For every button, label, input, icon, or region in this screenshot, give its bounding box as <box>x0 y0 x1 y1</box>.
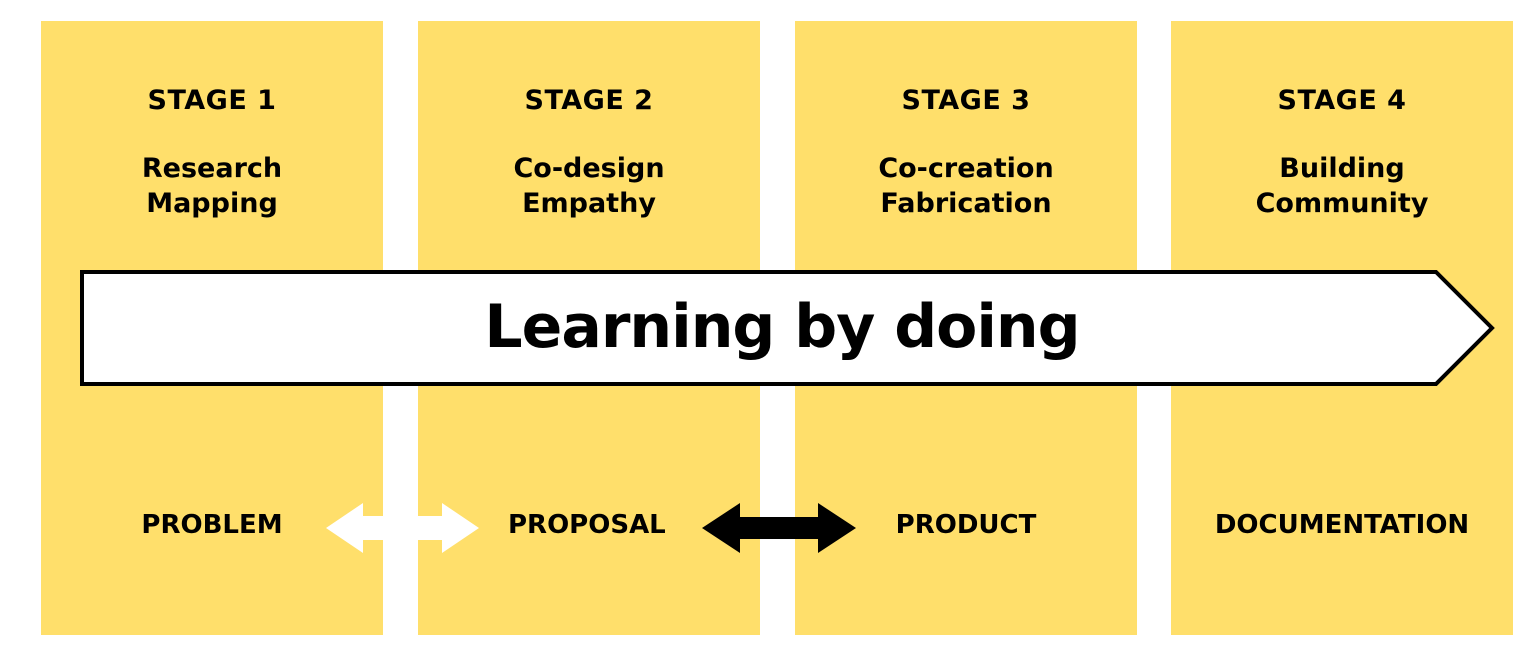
outcome-product: PRODUCT <box>895 510 1037 540</box>
stage-1-line-2: Mapping <box>146 188 278 219</box>
stage-4-subtitle: Building Community <box>1171 151 1513 221</box>
double-arrow-dark-icon <box>702 503 856 553</box>
stage-2-line-2: Empathy <box>522 188 656 219</box>
stage-3-line-2: Fabrication <box>880 188 1052 219</box>
stage-2-subtitle: Co-design Empathy <box>418 151 760 221</box>
stage-1-subtitle: Research Mapping <box>41 151 383 221</box>
outcome-proposal: PROPOSAL <box>508 510 666 540</box>
stage-3-label: STAGE 3 <box>901 85 1031 116</box>
banner-title: Learning by doing <box>484 292 1080 362</box>
stage-3-subtitle: Co-creation Fabrication <box>795 151 1137 221</box>
stage-2-label: STAGE 2 <box>524 85 654 116</box>
stage-2-line-1: Co-design <box>513 153 665 184</box>
stage-4-line-2: Community <box>1255 188 1429 219</box>
outcome-problem: PROBLEM <box>141 510 283 540</box>
stage-4-line-1: Building <box>1279 153 1405 184</box>
stage-4-label: STAGE 4 <box>1277 85 1407 116</box>
outcome-documentation: DOCUMENTATION <box>1214 510 1470 540</box>
stage-1-label: STAGE 1 <box>147 85 277 116</box>
stage-3-line-1: Co-creation <box>878 153 1054 184</box>
learning-banner-arrow <box>80 270 1495 386</box>
double-arrow-light-icon <box>326 503 479 553</box>
stage-1-line-1: Research <box>141 153 283 184</box>
